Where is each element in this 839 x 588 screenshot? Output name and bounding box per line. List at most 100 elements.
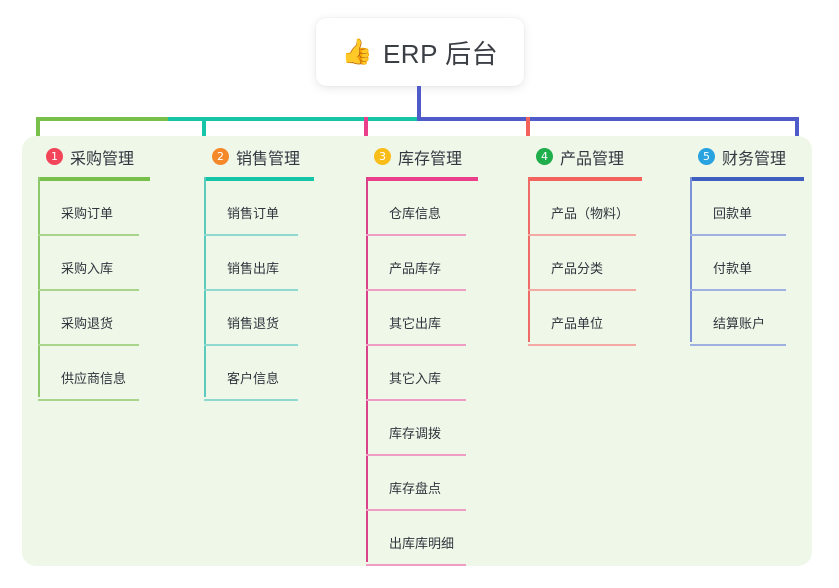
leaf-item[interactable]: 结算账户 [690, 291, 786, 346]
root-title: ERP 后台 [382, 38, 499, 69]
leaf-item[interactable]: 其它入库 [366, 346, 466, 401]
leaf-item[interactable]: 回款单 [690, 181, 786, 236]
branch-column-2: 2 销售管理销售订单销售出库销售退货客户信息 [204, 136, 314, 401]
leaf-item-rule [204, 289, 298, 291]
leaf-item-label: 采购退货 [61, 316, 114, 331]
root-node[interactable]: 👍 ERP 后台 [316, 18, 524, 86]
branch-title: 财务管理 [722, 150, 787, 168]
branch-number-badge: 5 [698, 148, 715, 165]
leaf-item[interactable]: 采购订单 [38, 181, 139, 236]
leaf-item-rule [38, 289, 139, 291]
leaf-item[interactable]: 付款单 [690, 236, 786, 291]
branch-header-rule [528, 177, 642, 181]
branch-drop-3 [364, 117, 368, 153]
trunk-connector [417, 86, 421, 119]
branch-header-4[interactable]: 4 产品管理 [528, 136, 624, 177]
leaf-item-label: 其它入库 [389, 371, 442, 386]
branch-header-rule [366, 177, 478, 181]
leaf-item-rule [690, 234, 786, 236]
leaf-item[interactable]: 客户信息 [204, 346, 298, 401]
leaf-item[interactable]: 供应商信息 [38, 346, 139, 401]
leaf-item-label: 库存盘点 [389, 481, 442, 496]
leaf-item-rule [528, 234, 636, 236]
leaf-item-rule [38, 234, 139, 236]
leaf-item-label: 产品（物料） [551, 206, 630, 221]
branch-spine [38, 177, 40, 397]
connector-bar-green [36, 117, 168, 121]
leaf-item-label: 产品库存 [389, 261, 442, 276]
branch-drop-2 [202, 117, 206, 153]
connector-bar-teal [168, 117, 417, 121]
leaf-item-label: 出库库明细 [389, 536, 455, 551]
leaf-item[interactable]: 采购入库 [38, 236, 139, 291]
branch-column-5: 5 财务管理回款单付款单结算账户 [690, 136, 804, 346]
leaf-item-label: 销售订单 [227, 206, 280, 221]
leaf-item-label: 回款单 [713, 206, 753, 221]
leaf-item[interactable]: 产品分类 [528, 236, 636, 291]
leaf-item[interactable]: 产品（物料） [528, 181, 636, 236]
leaf-item-rule [366, 234, 466, 236]
leaf-item[interactable]: 销售订单 [204, 181, 298, 236]
leaf-item-rule [366, 289, 466, 291]
branch-header-rule [38, 177, 150, 181]
leaf-item-rule [366, 399, 466, 401]
branch-number-badge: 1 [46, 148, 63, 165]
branch-number-badge: 2 [212, 148, 229, 165]
leaf-item-rule [38, 399, 139, 401]
branch-column-3: 3 库存管理仓库信息产品库存其它出库其它入库库存调拨库存盘点出库库明细 [366, 136, 478, 566]
leaf-item-label: 产品单位 [551, 316, 604, 331]
leaf-item[interactable]: 库存调拨 [366, 401, 466, 456]
leaf-item[interactable]: 出库库明细 [366, 511, 466, 566]
leaf-item-rule [204, 234, 298, 236]
branch-spine [528, 177, 530, 342]
branch-header-2[interactable]: 2 销售管理 [204, 136, 300, 177]
branch-header-5[interactable]: 5 财务管理 [690, 136, 786, 177]
leaf-item-label: 供应商信息 [61, 371, 127, 386]
leaf-item[interactable]: 其它出库 [366, 291, 466, 346]
leaf-item-rule [366, 564, 466, 566]
branch-drop-1 [36, 117, 40, 153]
leaf-item[interactable]: 仓库信息 [366, 181, 466, 236]
branch-header-3[interactable]: 3 库存管理 [366, 136, 462, 177]
branch-header-rule [690, 177, 804, 181]
leaf-item-rule [204, 344, 298, 346]
branch-header-1[interactable]: 1 采购管理 [38, 136, 134, 177]
leaf-item-rule [690, 289, 786, 291]
leaf-item-label: 付款单 [713, 261, 753, 276]
branch-spine [690, 177, 692, 342]
leaf-item-rule [366, 509, 466, 511]
branch-number-badge: 4 [536, 148, 553, 165]
branch-column-4: 4 产品管理产品（物料） 产品分类产品单位 [528, 136, 642, 346]
leaf-item-label: 结算账户 [713, 316, 766, 331]
branch-title: 库存管理 [398, 150, 463, 168]
branch-drop-4 [526, 117, 530, 153]
leaf-item-label: 客户信息 [227, 371, 280, 386]
leaf-item-label: 销售退货 [227, 316, 280, 331]
leaf-item-label: 销售出库 [227, 261, 280, 276]
branch-header-rule [204, 177, 314, 181]
leaf-item[interactable]: 销售出库 [204, 236, 298, 291]
branch-drop-5 [795, 117, 799, 153]
diagram-panel [22, 136, 812, 566]
leaf-item-label: 产品分类 [551, 261, 604, 276]
leaf-item-rule [38, 344, 139, 346]
leaf-item-rule [528, 344, 636, 346]
branch-title: 产品管理 [560, 150, 625, 168]
leaf-item-rule [204, 399, 298, 401]
leaf-item-rule [690, 344, 786, 346]
branch-title: 销售管理 [236, 150, 301, 168]
leaf-item-label: 其它出库 [389, 316, 442, 331]
branch-number-badge: 3 [374, 148, 391, 165]
leaf-item-rule [366, 454, 466, 456]
connector-bar-blue [417, 117, 799, 121]
branch-title: 采购管理 [70, 150, 135, 168]
leaf-item-label: 采购订单 [61, 206, 114, 221]
leaf-item[interactable]: 销售退货 [204, 291, 298, 346]
leaf-item[interactable]: 产品单位 [528, 291, 636, 346]
leaf-item[interactable]: 采购退货 [38, 291, 139, 346]
leaf-item[interactable]: 产品库存 [366, 236, 466, 291]
branch-spine [204, 177, 206, 397]
leaf-item-label: 库存调拨 [389, 426, 442, 441]
leaf-item[interactable]: 库存盘点 [366, 456, 466, 511]
leaf-item-label: 采购入库 [61, 261, 114, 276]
